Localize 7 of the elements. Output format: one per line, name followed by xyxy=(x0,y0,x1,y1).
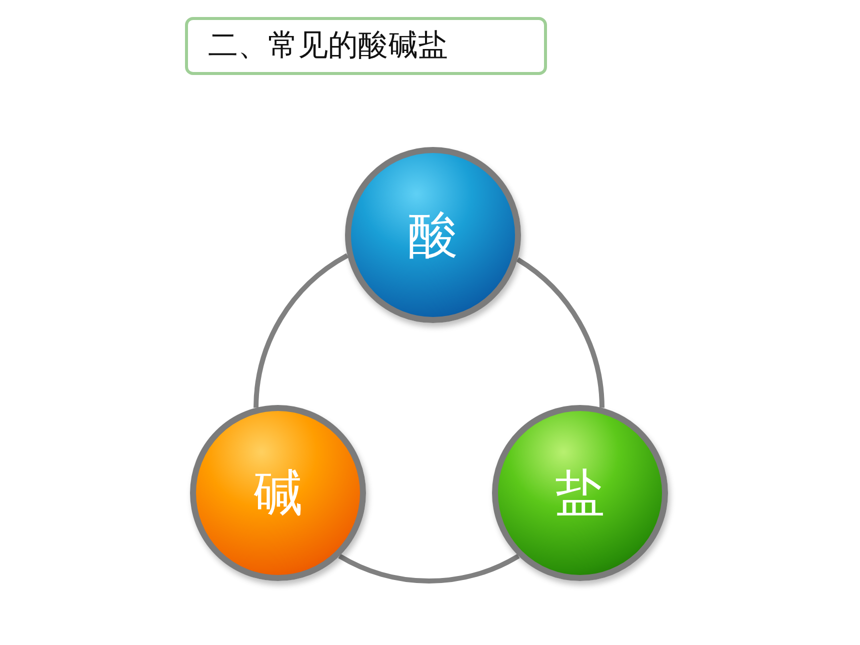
title-box: 二、常见的酸碱盐 xyxy=(185,17,547,75)
connector-arc xyxy=(254,253,349,408)
node-label: 酸 xyxy=(408,204,458,266)
connector-arc xyxy=(516,257,604,408)
node-label: 盐 xyxy=(555,462,605,524)
connector-arc xyxy=(338,554,520,584)
node-label: 碱 xyxy=(253,462,303,524)
